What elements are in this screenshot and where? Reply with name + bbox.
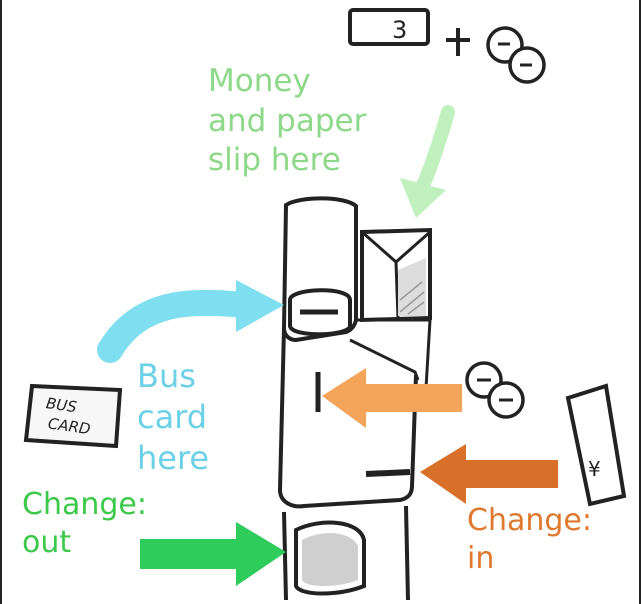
plus-sign-icon bbox=[446, 28, 470, 56]
ticket-number: 3 bbox=[392, 16, 407, 44]
change-out-label: Change: out bbox=[22, 486, 147, 563]
bus-card-icon: BUS CARD bbox=[26, 386, 120, 446]
yen-symbol: ¥ bbox=[588, 457, 601, 481]
bus-card-label: Bus card here bbox=[137, 356, 209, 479]
coins-top-icon bbox=[488, 28, 544, 82]
money-and-slip-label: Money and paper slip here bbox=[208, 62, 366, 181]
change-in-label: Change: in bbox=[467, 502, 592, 579]
bus-card-arrow-icon bbox=[110, 280, 284, 350]
ticket-slip-icon: 3 bbox=[350, 10, 428, 44]
money-arrow-icon bbox=[400, 112, 448, 218]
yen-bill-icon: ¥ bbox=[568, 386, 624, 504]
change-out-arrow-icon bbox=[140, 522, 286, 586]
coins-right-icon bbox=[467, 363, 523, 417]
coin-insert-arrow-icon bbox=[322, 368, 462, 428]
change-in-arrow-icon bbox=[420, 444, 558, 504]
